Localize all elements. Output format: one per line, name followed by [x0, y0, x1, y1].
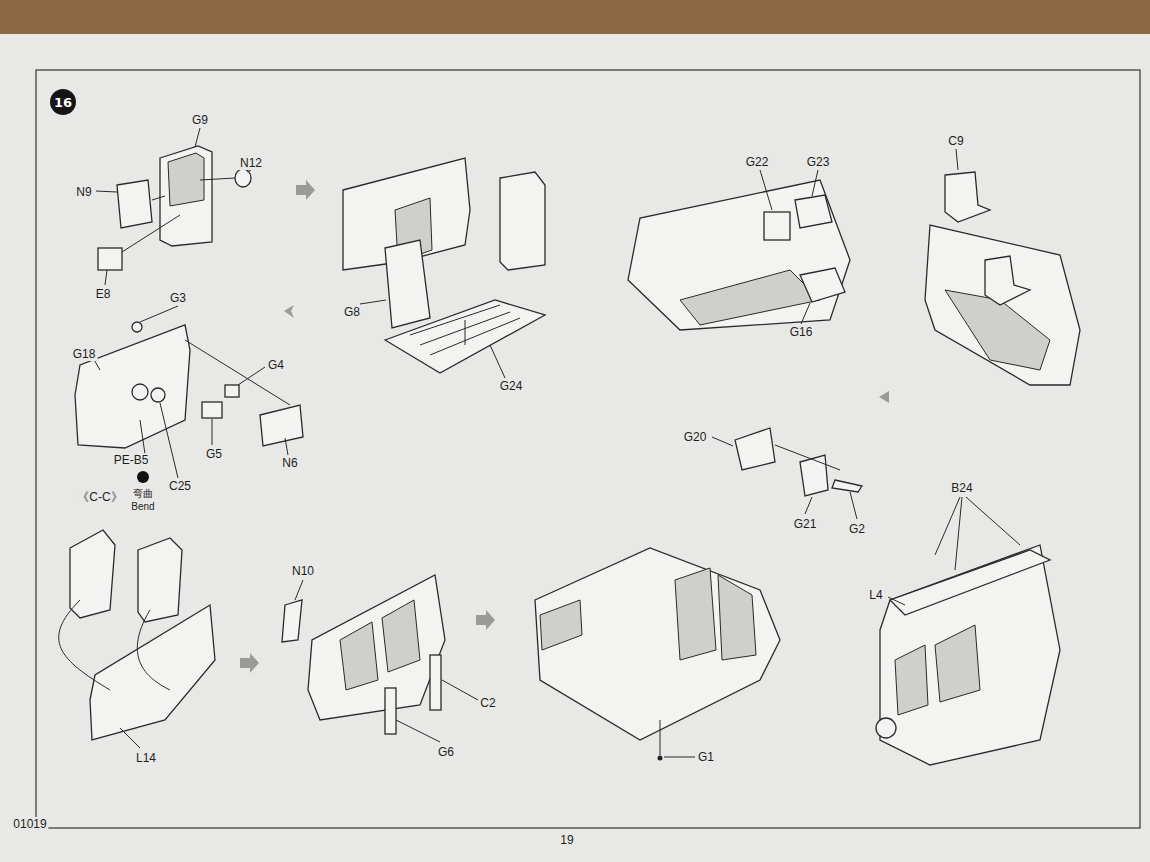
- step-number: 16: [54, 95, 72, 110]
- part-label: C2: [478, 696, 497, 710]
- part-label: G21: [792, 517, 819, 531]
- part-label: N12: [238, 156, 264, 170]
- step-number-circle: 16: [50, 89, 76, 115]
- part-label: 19: [558, 833, 575, 847]
- part-label: G18: [71, 347, 98, 361]
- part-label: G2: [847, 522, 867, 536]
- part-label: PE-B5: [112, 453, 151, 467]
- part-label: G4: [266, 358, 286, 372]
- part-label: G3: [168, 291, 188, 305]
- part-label: G1: [696, 750, 716, 764]
- part-label: L4: [867, 588, 884, 602]
- part-label: N10: [290, 564, 316, 578]
- part-label: C9: [946, 134, 965, 148]
- part-label: G8: [342, 305, 362, 319]
- part-label: G6: [436, 745, 456, 759]
- part-label: Bend: [129, 501, 156, 512]
- part-label: C25: [167, 479, 193, 493]
- part-label: 01019: [11, 817, 48, 831]
- part-label: G24: [498, 379, 525, 393]
- part-label: G22: [744, 155, 771, 169]
- part-label: L14: [134, 751, 158, 765]
- part-label: N6: [280, 456, 299, 470]
- part-label: G20: [682, 430, 709, 444]
- part-label: 《C-C》: [75, 490, 124, 504]
- part-label: G5: [204, 447, 224, 461]
- part-label: B24: [949, 481, 974, 495]
- part-label: G9: [190, 113, 210, 127]
- part-label: G23: [805, 155, 832, 169]
- part-label: 弯曲: [131, 488, 155, 499]
- part-label: E8: [94, 287, 113, 301]
- part-label: G16: [788, 325, 815, 339]
- part-label: N9: [74, 185, 93, 199]
